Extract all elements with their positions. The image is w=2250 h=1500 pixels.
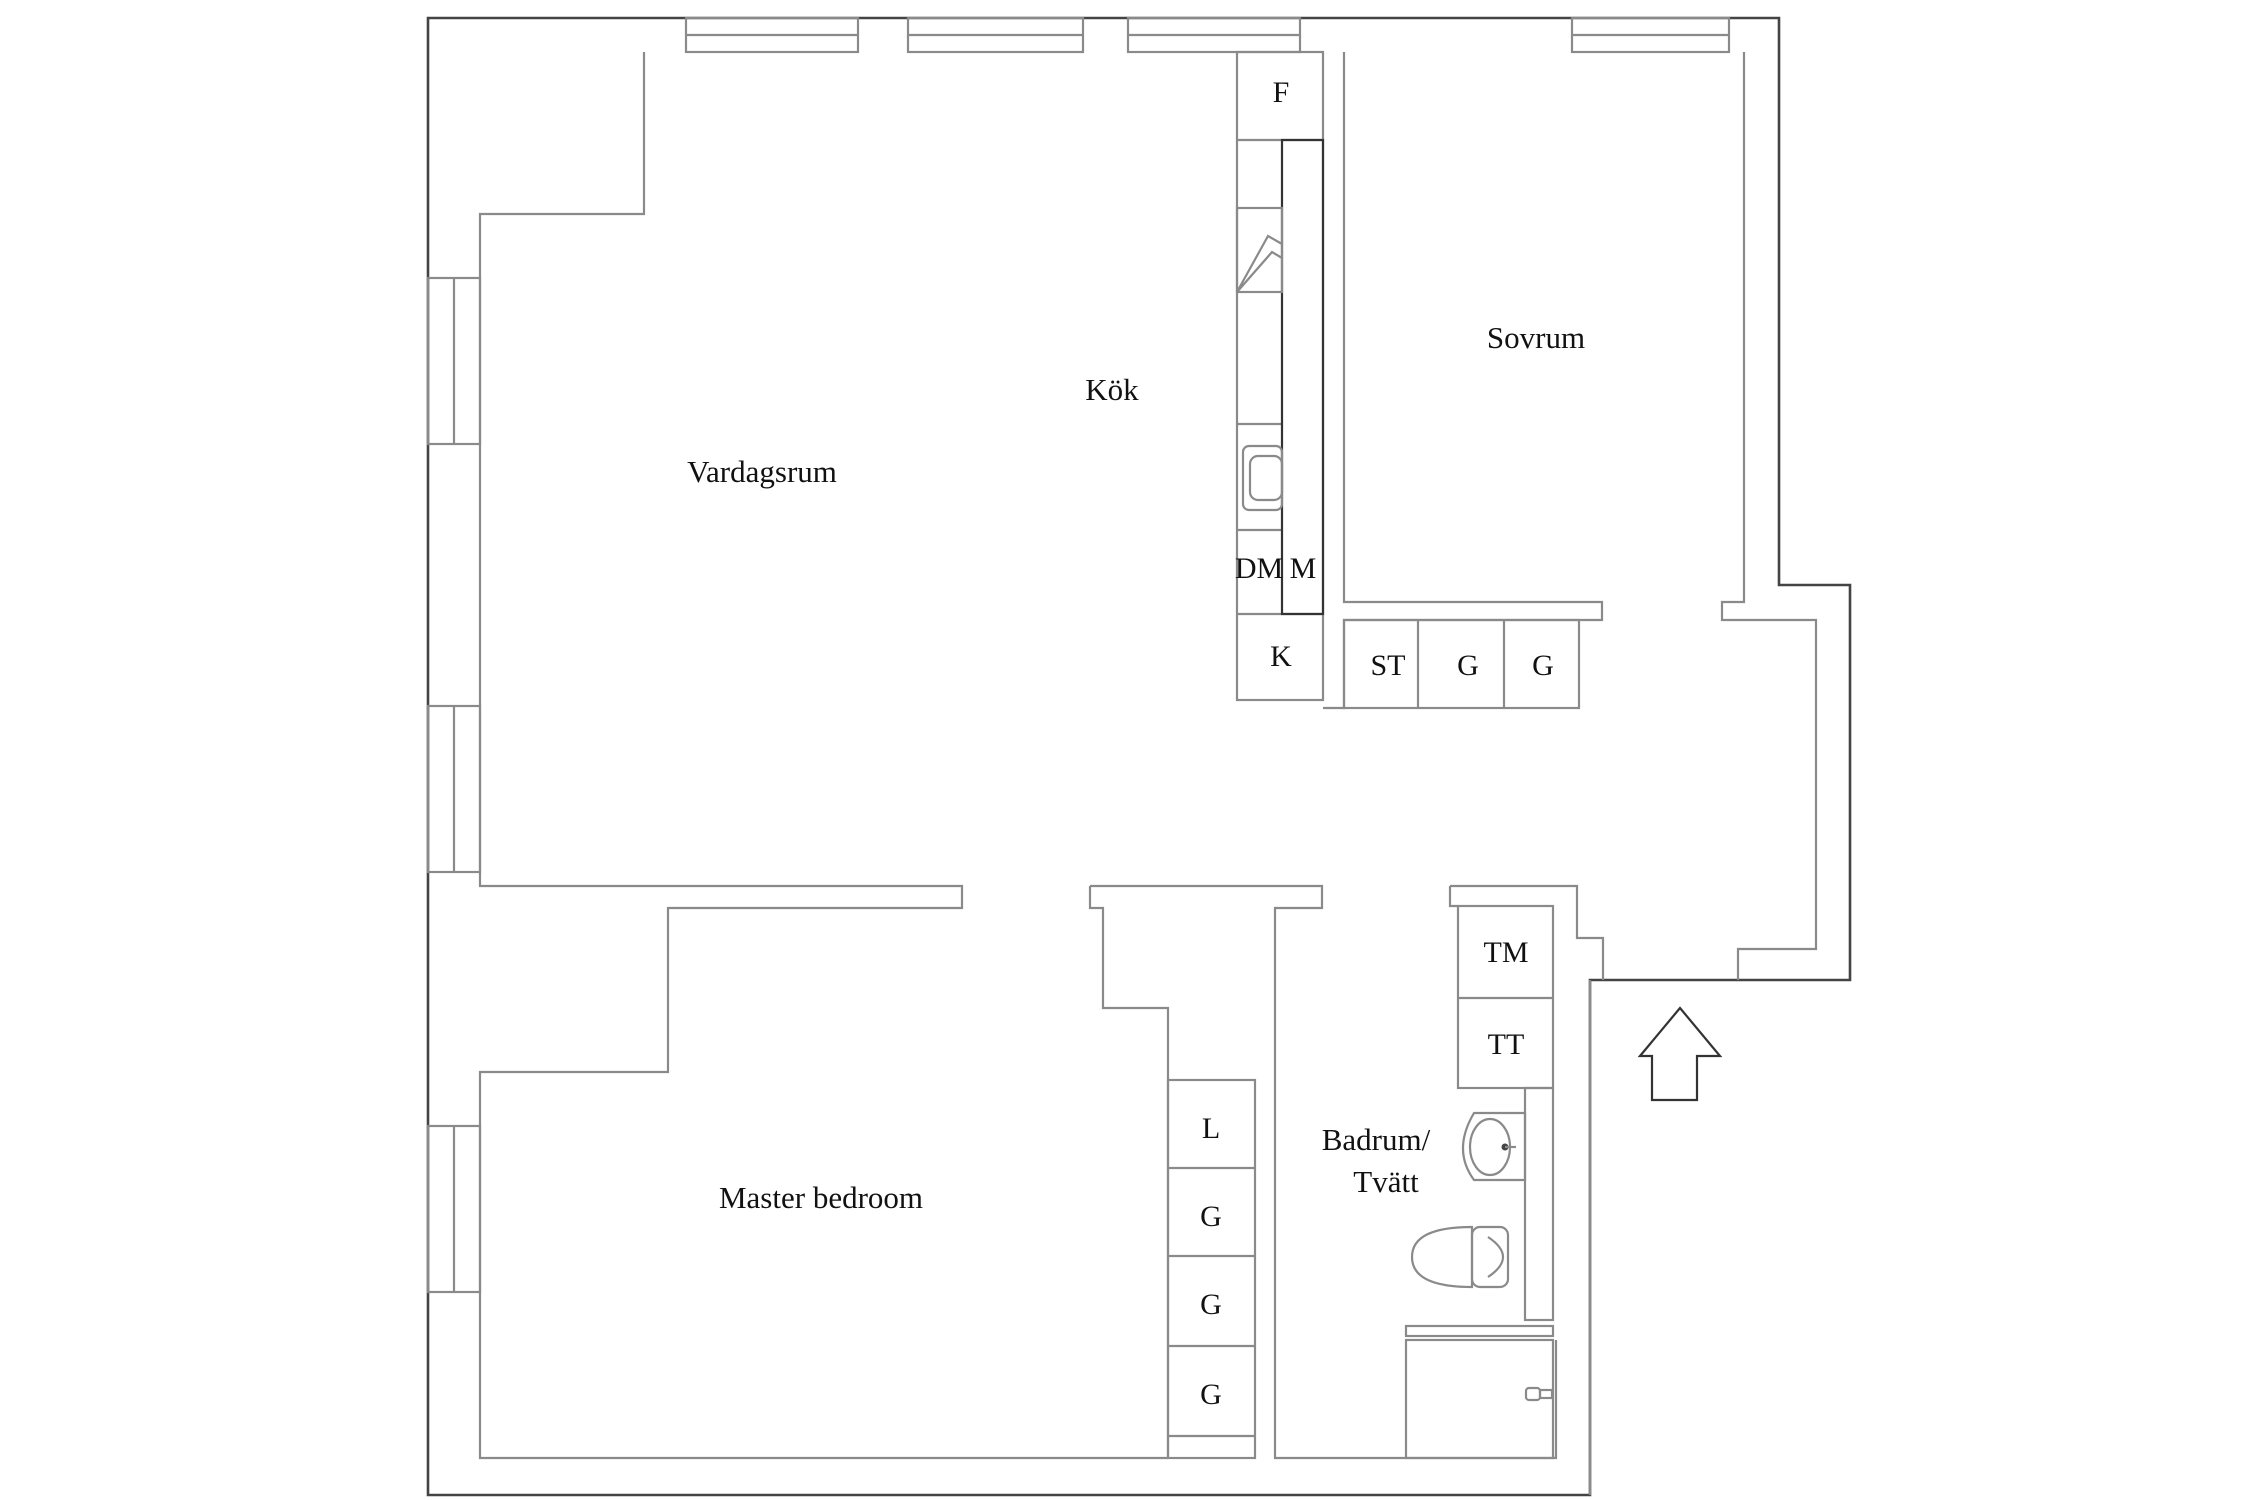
microwave-counter [1280, 138, 1325, 616]
label-storage-st: ST [1370, 649, 1405, 682]
label-fridge: F [1273, 76, 1290, 109]
room-label-kok: Kök [1085, 372, 1139, 407]
label-storage-g1: G [1457, 649, 1479, 682]
label-wardrobe-g2: G [1200, 1288, 1222, 1321]
sovrum-wall [1323, 52, 1604, 710]
windows-top [684, 16, 1731, 54]
label-wardrobe-g3: G [1200, 1378, 1222, 1411]
windows-left [426, 276, 482, 1294]
label-wardrobe-g1: G [1200, 1200, 1222, 1233]
room-label-vardagsrum: Vardagsrum [687, 454, 837, 489]
living-room-wall [478, 52, 1168, 1460]
room-label-master-bedroom: Master bedroom [719, 1180, 923, 1215]
bath-appliances [1404, 904, 1555, 1460]
wardrobe-wall [1088, 884, 1558, 1460]
kitchen-counter [1235, 50, 1325, 702]
toilet-icon [1410, 1225, 1510, 1289]
shower-icon [1524, 1386, 1554, 1402]
label-washing-machine: TM [1484, 936, 1529, 969]
label-microwave: M [1290, 552, 1317, 585]
washbasin-icon [1462, 1111, 1527, 1182]
label-dishwasher: DM [1235, 552, 1283, 585]
label-storage-g2: G [1532, 649, 1554, 682]
label-freezer: K [1270, 640, 1292, 673]
bathroom-wall [1448, 884, 1605, 980]
room-label-sovrum: Sovrum [1487, 320, 1585, 355]
entrance-arrow-icon [1637, 1006, 1723, 1102]
label-wardrobe-l: L [1202, 1112, 1220, 1145]
room-label-badrum: Badrum/ [1322, 1122, 1431, 1157]
label-dryer: TT [1488, 1028, 1525, 1061]
stove-icon [1235, 206, 1284, 294]
sovrum-right-wall [1720, 52, 1818, 980]
room-label-tvatt: Tvätt [1353, 1164, 1419, 1199]
exterior-wall [426, 16, 1852, 1497]
hall-storage [1342, 618, 1581, 710]
wardrobes [1166, 1078, 1257, 1460]
